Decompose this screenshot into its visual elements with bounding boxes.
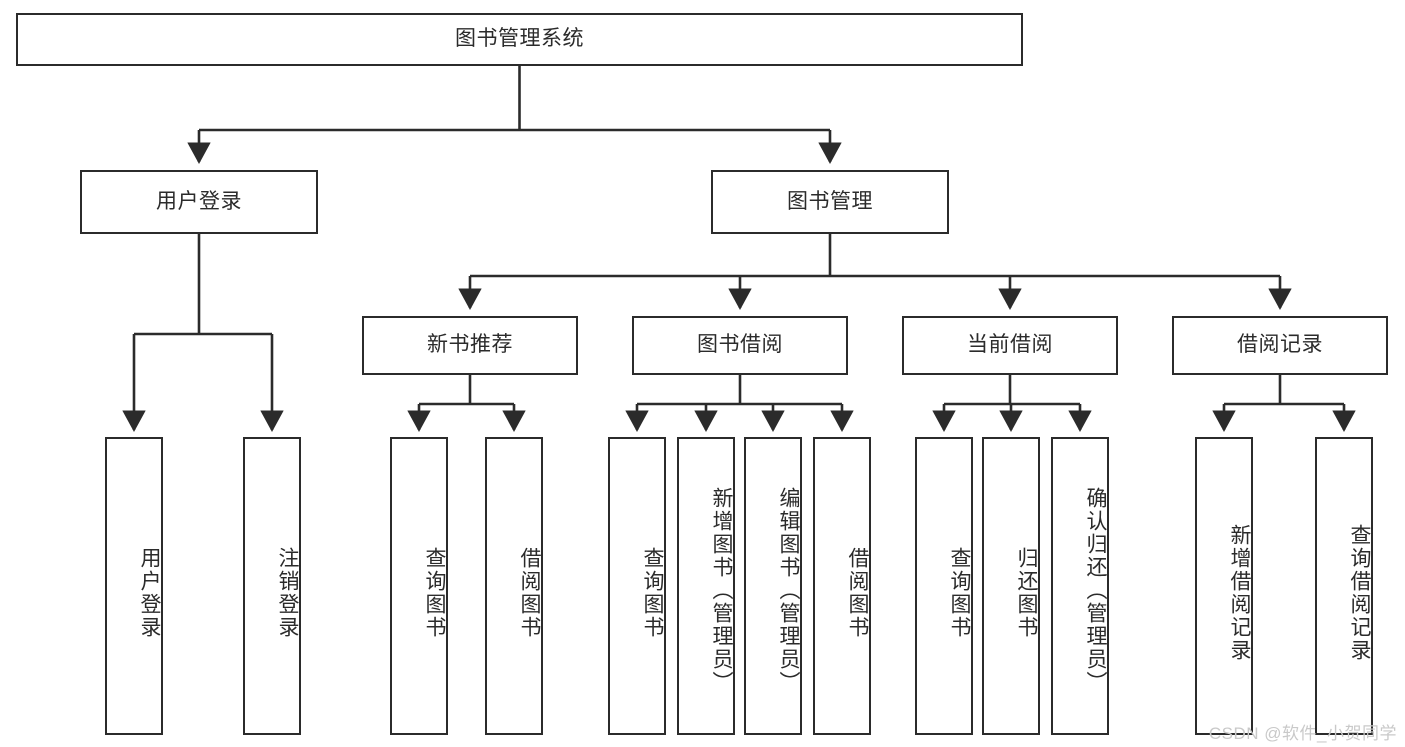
node-user-login[interactable]: 用户登录 bbox=[80, 170, 318, 234]
leaf-book-borrow-borrow-book[interactable]: 借阅图书 bbox=[813, 437, 871, 735]
leaf-current-borrow-confirm-return-admin[interactable]: 确认归还（管理员） bbox=[1051, 437, 1109, 735]
node-book-manage[interactable]: 图书管理 bbox=[711, 170, 949, 234]
leaf-book-borrow-edit-book-admin[interactable]: 编辑图书（管理员） bbox=[744, 437, 802, 735]
node-current-borrow[interactable]: 当前借阅 bbox=[902, 316, 1118, 375]
leaf-user-login-logout[interactable]: 注销登录 bbox=[243, 437, 301, 735]
node-root[interactable]: 图书管理系统 bbox=[16, 13, 1023, 66]
leaf-user-login-login[interactable]: 用户登录 bbox=[105, 437, 163, 735]
leaf-book-borrow-query-book[interactable]: 查询图书 bbox=[608, 437, 666, 735]
node-new-book-recommend[interactable]: 新书推荐 bbox=[362, 316, 578, 375]
leaf-book-borrow-add-book-admin[interactable]: 新增图书（管理员） bbox=[677, 437, 735, 735]
leaf-borrow-record-add-record[interactable]: 新增借阅记录 bbox=[1195, 437, 1253, 735]
leaf-current-borrow-query-book[interactable]: 查询图书 bbox=[915, 437, 973, 735]
leaf-borrow-record-query-record[interactable]: 查询借阅记录 bbox=[1315, 437, 1373, 735]
leaf-new-book-query-book[interactable]: 查询图书 bbox=[390, 437, 448, 735]
leaf-current-borrow-return-book[interactable]: 归还图书 bbox=[982, 437, 1040, 735]
node-book-borrow[interactable]: 图书借阅 bbox=[632, 316, 848, 375]
node-borrow-record[interactable]: 借阅记录 bbox=[1172, 316, 1388, 375]
watermark: CSDN @软件_小贺同学 bbox=[1208, 724, 1397, 743]
leaf-new-book-borrow-book[interactable]: 借阅图书 bbox=[485, 437, 543, 735]
